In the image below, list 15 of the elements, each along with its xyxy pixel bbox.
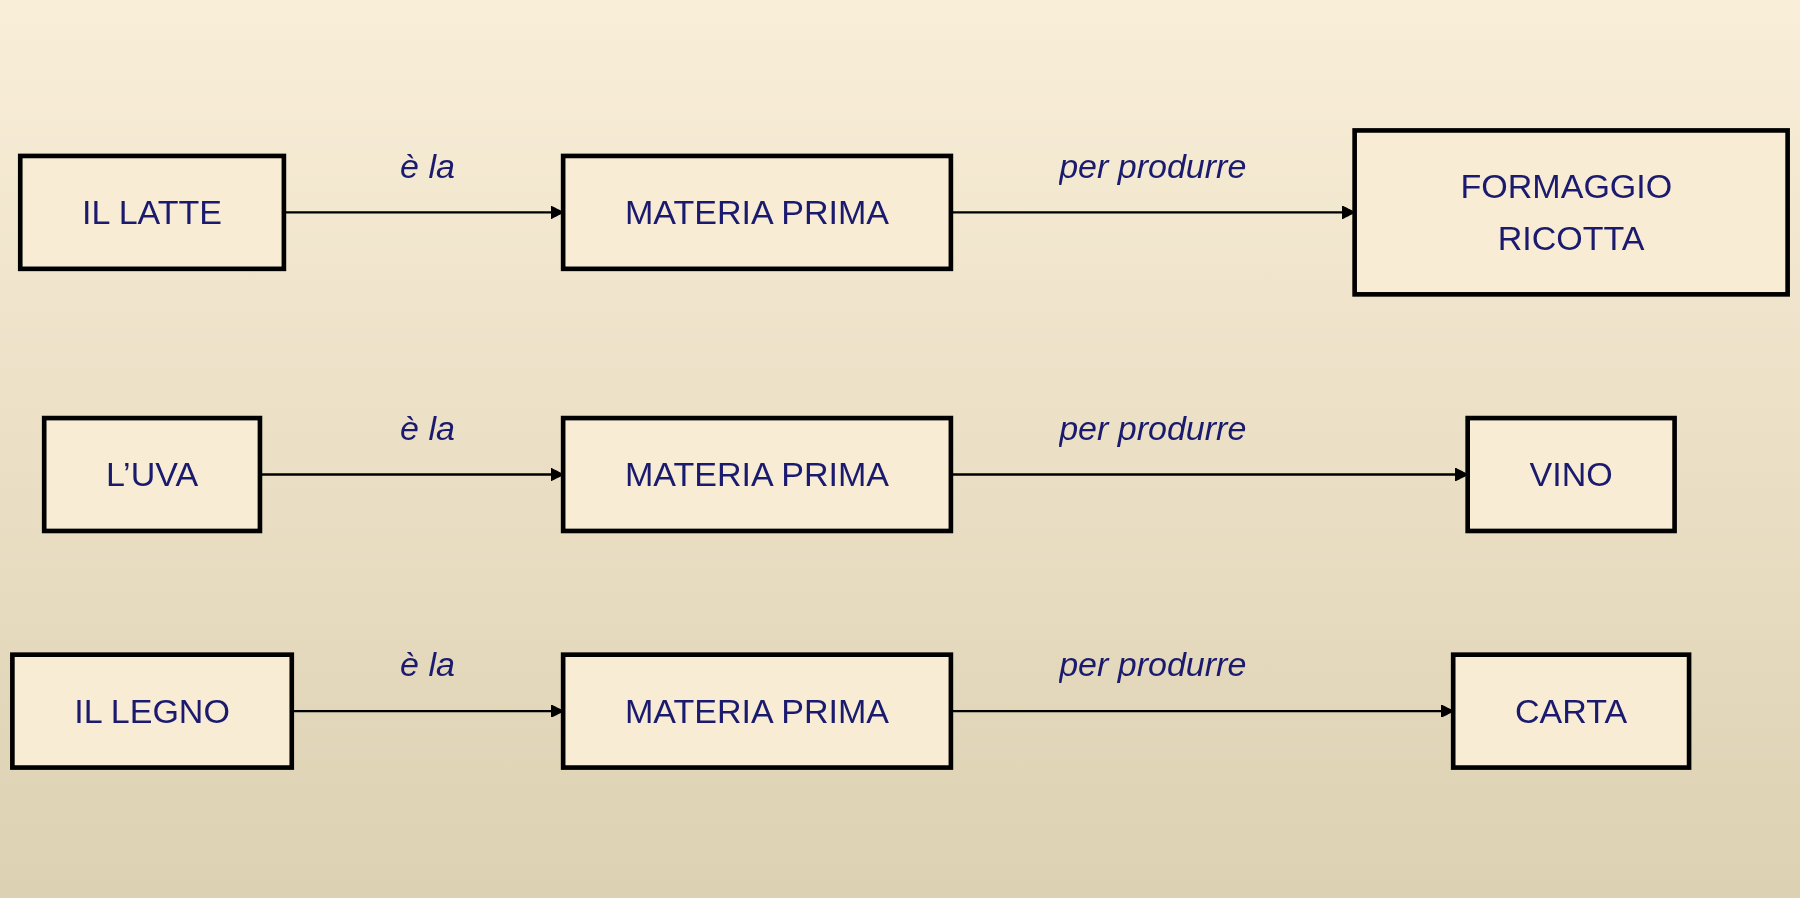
node-box: CARTA [1450,652,1692,770]
node-box: MATERIA PRIMA [560,415,954,534]
edge-label: è la [400,408,455,448]
edge-label: è la [400,146,455,186]
node-box: IL LEGNO [10,652,295,770]
node-box: FORMAGGIO RICOTTA [1352,128,1790,297]
node-box: MATERIA PRIMA [560,153,954,272]
edge-label: per produrre [1059,645,1247,685]
edge-label: per produrre [1059,146,1247,186]
edge-label: per produrre [1059,408,1247,448]
node-box: MATERIA PRIMA [560,652,954,770]
node-box: IL LATTE [17,153,287,272]
edge-label: è la [400,645,455,685]
node-box: L’UVA [41,415,263,534]
node-box: VINO [1465,415,1677,534]
